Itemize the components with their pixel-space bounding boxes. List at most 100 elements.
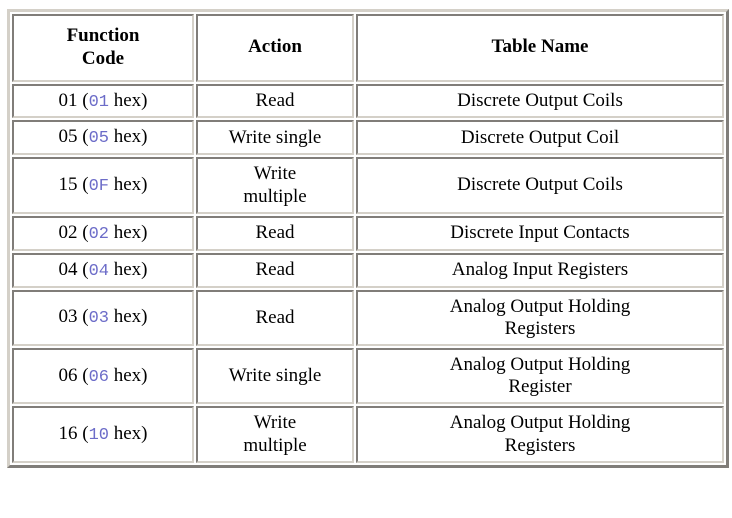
function-code-hex: 0F	[88, 177, 109, 197]
column-header-table-name: Table Name	[356, 14, 724, 82]
action-line1: Write	[253, 412, 297, 434]
paren-close: )	[141, 258, 148, 280]
column-header-action: Action	[196, 14, 354, 82]
table-name-line2: Register	[508, 376, 572, 398]
table-name-line1: Analog Output Holding	[449, 412, 631, 434]
paren-open: (	[82, 258, 89, 280]
table-name-line1: Analog Output Holding	[449, 295, 631, 317]
function-code-decimal: 16	[58, 423, 78, 445]
paren-open: (	[82, 174, 89, 196]
cell-action: Write single	[196, 120, 354, 156]
cell-action: Read	[196, 252, 354, 288]
table-name-line1: Discrete Output Coils	[457, 89, 623, 111]
function-code-decimal: 06	[58, 364, 78, 386]
cell-action: Read	[196, 215, 354, 251]
cell-action: Read	[196, 289, 354, 346]
cell-function-code: 16 (10 hex)	[12, 406, 194, 463]
table-name-line2: Registers	[504, 434, 576, 456]
paren-open: (	[82, 126, 89, 148]
paren-close: )	[141, 126, 148, 148]
cell-table-name: Discrete Output Coils	[356, 157, 724, 214]
table-row: 02 (02 hex) Read Discrete Input Contacts	[12, 215, 724, 251]
table-name-line1: Analog Input Registers	[451, 258, 629, 280]
column-header-function-code-line1: Function	[66, 25, 140, 46]
cell-function-code: 03 (03 hex)	[12, 289, 194, 346]
function-code-decimal: 05	[58, 126, 78, 148]
action-line1: Read	[255, 222, 295, 244]
cell-table-name: Analog Input Registers	[356, 252, 724, 288]
function-code-hex: 06	[88, 367, 109, 387]
cell-table-name: Discrete Output Coil	[356, 120, 724, 156]
function-code-decimal: 02	[58, 221, 78, 243]
table-name-line2: Registers	[504, 317, 576, 339]
paren-open: (	[82, 221, 89, 243]
table-name-line1: Discrete Output Coil	[460, 126, 620, 148]
cell-function-code: 06 (06 hex)	[12, 347, 194, 405]
action-line2: multiple	[243, 434, 307, 456]
hex-suffix-label: hex	[113, 423, 142, 445]
function-code-hex: 10	[88, 426, 109, 446]
action-line1: Write	[253, 163, 297, 185]
column-header-function-code: Function Code	[12, 14, 194, 82]
paren-close: )	[141, 221, 148, 243]
column-header-function-code-line2: Code	[81, 47, 125, 69]
cell-table-name: Discrete Input Contacts	[356, 215, 724, 251]
action-line1: Read	[255, 89, 295, 111]
action-line1: Read	[255, 306, 295, 328]
function-code-decimal: 03	[58, 306, 78, 328]
paren-close: )	[141, 364, 148, 386]
paren-open: (	[82, 423, 89, 445]
table-row: 05 (05 hex) Write single Discrete Output C…	[12, 120, 724, 156]
hex-suffix-label: hex	[113, 306, 142, 328]
function-code-hex: 05	[88, 129, 109, 149]
action-line1: Write single	[228, 126, 322, 148]
function-code-hex: 02	[88, 224, 109, 244]
function-code-decimal: 15	[58, 174, 78, 196]
cell-action: Write single	[196, 347, 354, 405]
cell-action: Read	[196, 83, 354, 119]
cell-function-code: 04 (04 hex)	[12, 252, 194, 288]
table-header: Function Code Action Table Name	[12, 14, 724, 82]
table-row: 04 (04 hex) Read Analog Input Registers	[12, 252, 724, 288]
header-row: Function Code Action Table Name	[12, 14, 724, 82]
paren-close: )	[141, 423, 148, 445]
paren-open: (	[82, 89, 89, 111]
function-code-decimal: 04	[58, 258, 78, 280]
action-line1: Read	[255, 258, 295, 280]
cell-function-code: 15 (0F hex)	[12, 157, 194, 214]
cell-function-code: 05 (05 hex)	[12, 120, 194, 156]
table-row: 01 (01 hex) Read Discrete Output Coils	[12, 83, 724, 119]
table-name-line1: Analog Output Holding	[449, 353, 631, 375]
function-code-hex: 01	[88, 92, 109, 112]
function-code-hex: 03	[88, 309, 109, 329]
cell-table-name: Discrete Output Coils	[356, 83, 724, 119]
function-code-table: Function Code Action Table Name 01 (01 h…	[7, 9, 729, 468]
hex-suffix-label: hex	[113, 258, 142, 280]
function-code-decimal: 01	[58, 89, 78, 111]
table-name-line1: Discrete Output Coils	[457, 174, 623, 196]
cell-function-code: 01 (01 hex)	[12, 83, 194, 119]
table-name-line1: Discrete Input Contacts	[450, 222, 630, 244]
paren-close: )	[141, 306, 148, 328]
hex-suffix-label: hex	[113, 174, 142, 196]
cell-function-code: 02 (02 hex)	[12, 215, 194, 251]
paren-close: )	[141, 89, 148, 111]
hex-suffix-label: hex	[113, 89, 142, 111]
paren-close: )	[141, 174, 148, 196]
hex-suffix-label: hex	[113, 364, 142, 386]
paren-open: (	[82, 364, 89, 386]
action-line2: multiple	[243, 185, 307, 207]
hex-suffix-label: hex	[113, 221, 142, 243]
function-code-hex: 04	[88, 261, 109, 281]
